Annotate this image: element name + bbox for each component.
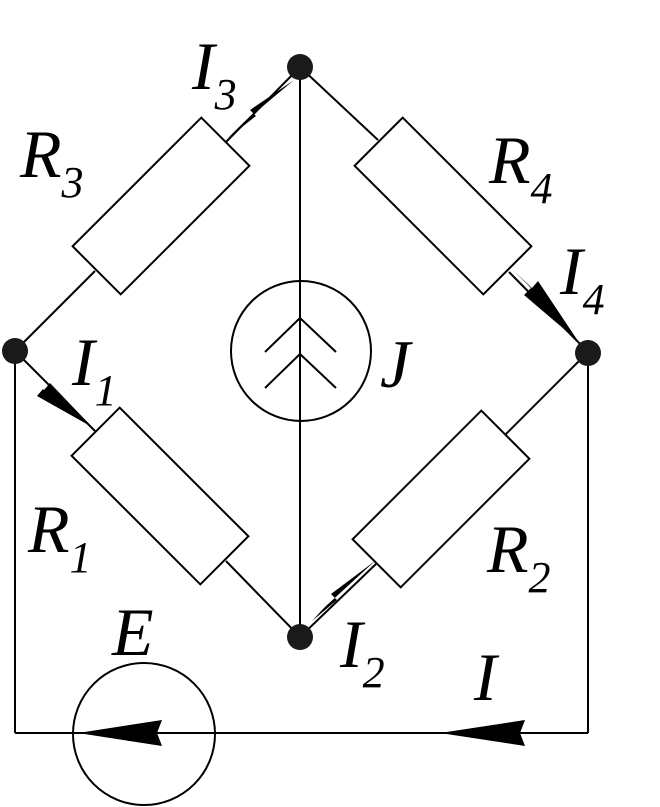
label-r1: R1	[27, 491, 92, 582]
resistor-r1	[70, 406, 250, 586]
label-i1: I1	[71, 324, 117, 415]
wire-left-r3	[14, 270, 96, 352]
label-j: J	[380, 326, 413, 402]
node-bottom	[287, 624, 313, 650]
arrow-i4	[514, 271, 578, 341]
double-chevron-icon	[264, 316, 337, 353]
current-source-j	[230, 280, 372, 422]
resistor-r4	[353, 116, 533, 296]
wire-bottom-r2	[299, 563, 377, 638]
label-i2: I2	[339, 606, 385, 697]
resistor-r3	[71, 116, 251, 296]
arrow-i	[440, 720, 525, 746]
label-r2: R2	[486, 511, 551, 602]
wire-top-r4	[299, 66, 379, 141]
label-i3: I3	[191, 28, 237, 119]
wire-r1-bottom	[225, 560, 301, 638]
arrow-i2	[312, 561, 375, 621]
wire-r2-right	[505, 351, 589, 435]
arrow-i1	[26, 372, 92, 427]
label-i: I	[473, 639, 500, 715]
node-left	[2, 338, 28, 364]
label-i4: I4	[559, 233, 605, 324]
label-e: E	[111, 594, 154, 670]
arrow-e	[78, 720, 162, 746]
resistor-r2	[351, 409, 531, 589]
node-right	[575, 340, 601, 366]
label-r4: R4	[488, 122, 553, 213]
node-top	[287, 54, 313, 80]
label-r3: R3	[19, 116, 84, 207]
arrow-i3	[228, 80, 294, 138]
